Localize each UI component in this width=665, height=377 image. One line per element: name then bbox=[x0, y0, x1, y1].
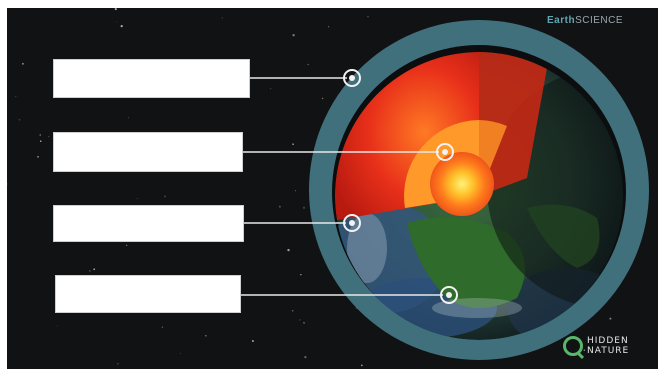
label-box-2[interactable] bbox=[53, 132, 243, 172]
logo-line-1: HIDDEN bbox=[587, 336, 629, 346]
label-box-4[interactable] bbox=[55, 275, 241, 313]
source-watermark: EarthSCIENCE bbox=[547, 15, 623, 26]
hidden-nature-logo: HIDDEN NATURE bbox=[563, 336, 629, 356]
inner-core bbox=[430, 152, 494, 216]
hidden-nature-logo-icon bbox=[563, 336, 583, 356]
label-box-3[interactable] bbox=[53, 205, 244, 242]
diagram-frame: EarthSCIENCE HIDDEN NATURE bbox=[7, 8, 658, 369]
label-box-1[interactable] bbox=[53, 59, 250, 98]
logo-line-2: NATURE bbox=[587, 346, 629, 356]
watermark-part2: SCIENCE bbox=[575, 15, 623, 26]
watermark-part1: Earth bbox=[547, 15, 575, 26]
